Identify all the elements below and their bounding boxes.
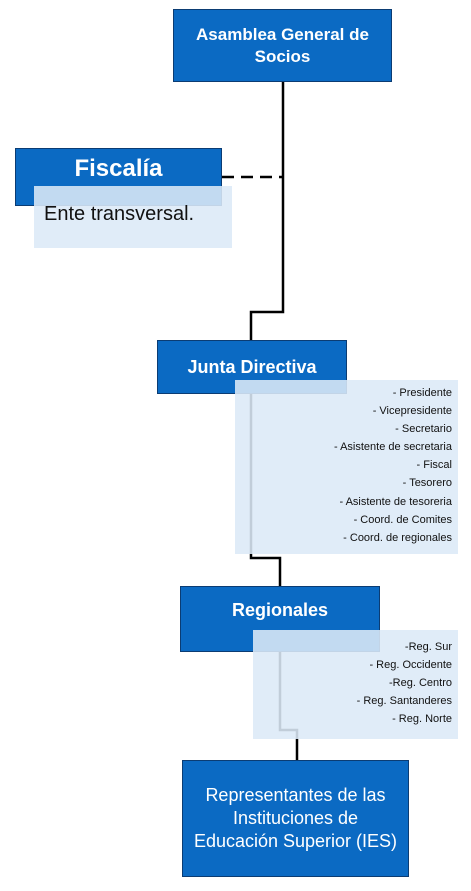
junta-member-item: - Coord. de Comites [353, 513, 452, 526]
regional-item: -Reg. Sur [404, 641, 452, 653]
asamblea-general-box: Asamblea General de Socios [173, 9, 392, 82]
junta-member-item: - Secretario [395, 423, 452, 436]
junta-member-item: - Asistente de secretaria [333, 441, 452, 454]
regional-item: - Reg. Norte [392, 713, 452, 726]
regionales-list: -Reg. Sur - Reg. Occidente -Reg. Centro … [253, 630, 458, 739]
connector-asamblea-junta [249, 82, 285, 340]
junta-member-item: - Asistente de tesoreria [339, 495, 452, 508]
junta-member-item: - Coord. de regionales [343, 531, 452, 544]
regional-item: - Reg. Occidente [369, 659, 452, 672]
regional-item: - Reg. Santanderes [356, 695, 452, 708]
junta-member-item: - Tesorero [402, 477, 452, 490]
fiscalia-note: Ente transversal. [44, 203, 195, 225]
junta-member-item: - Presidente [392, 387, 452, 399]
junta-directiva-label: Junta Directiva [187, 356, 317, 377]
representantes-ies-label: Representantes de las Instituciones de E… [193, 785, 398, 851]
regionales-label: Regionales [231, 600, 329, 620]
junta-directiva-members: - Presidente - Vicepresidente - Secretar… [235, 380, 458, 554]
junta-member-item: - Fiscal [416, 459, 452, 472]
fiscalia-label: Fiscalía [74, 155, 163, 182]
asamblea-general-label: Asamblea General de Socios [196, 24, 369, 66]
regional-item: -Reg. Centro [389, 677, 452, 690]
fiscalia-note-panel: Ente transversal. [34, 186, 232, 248]
representantes-ies-box: Representantes de las Instituciones de E… [182, 760, 409, 877]
junta-member-item: - Vicepresidente [372, 405, 452, 418]
